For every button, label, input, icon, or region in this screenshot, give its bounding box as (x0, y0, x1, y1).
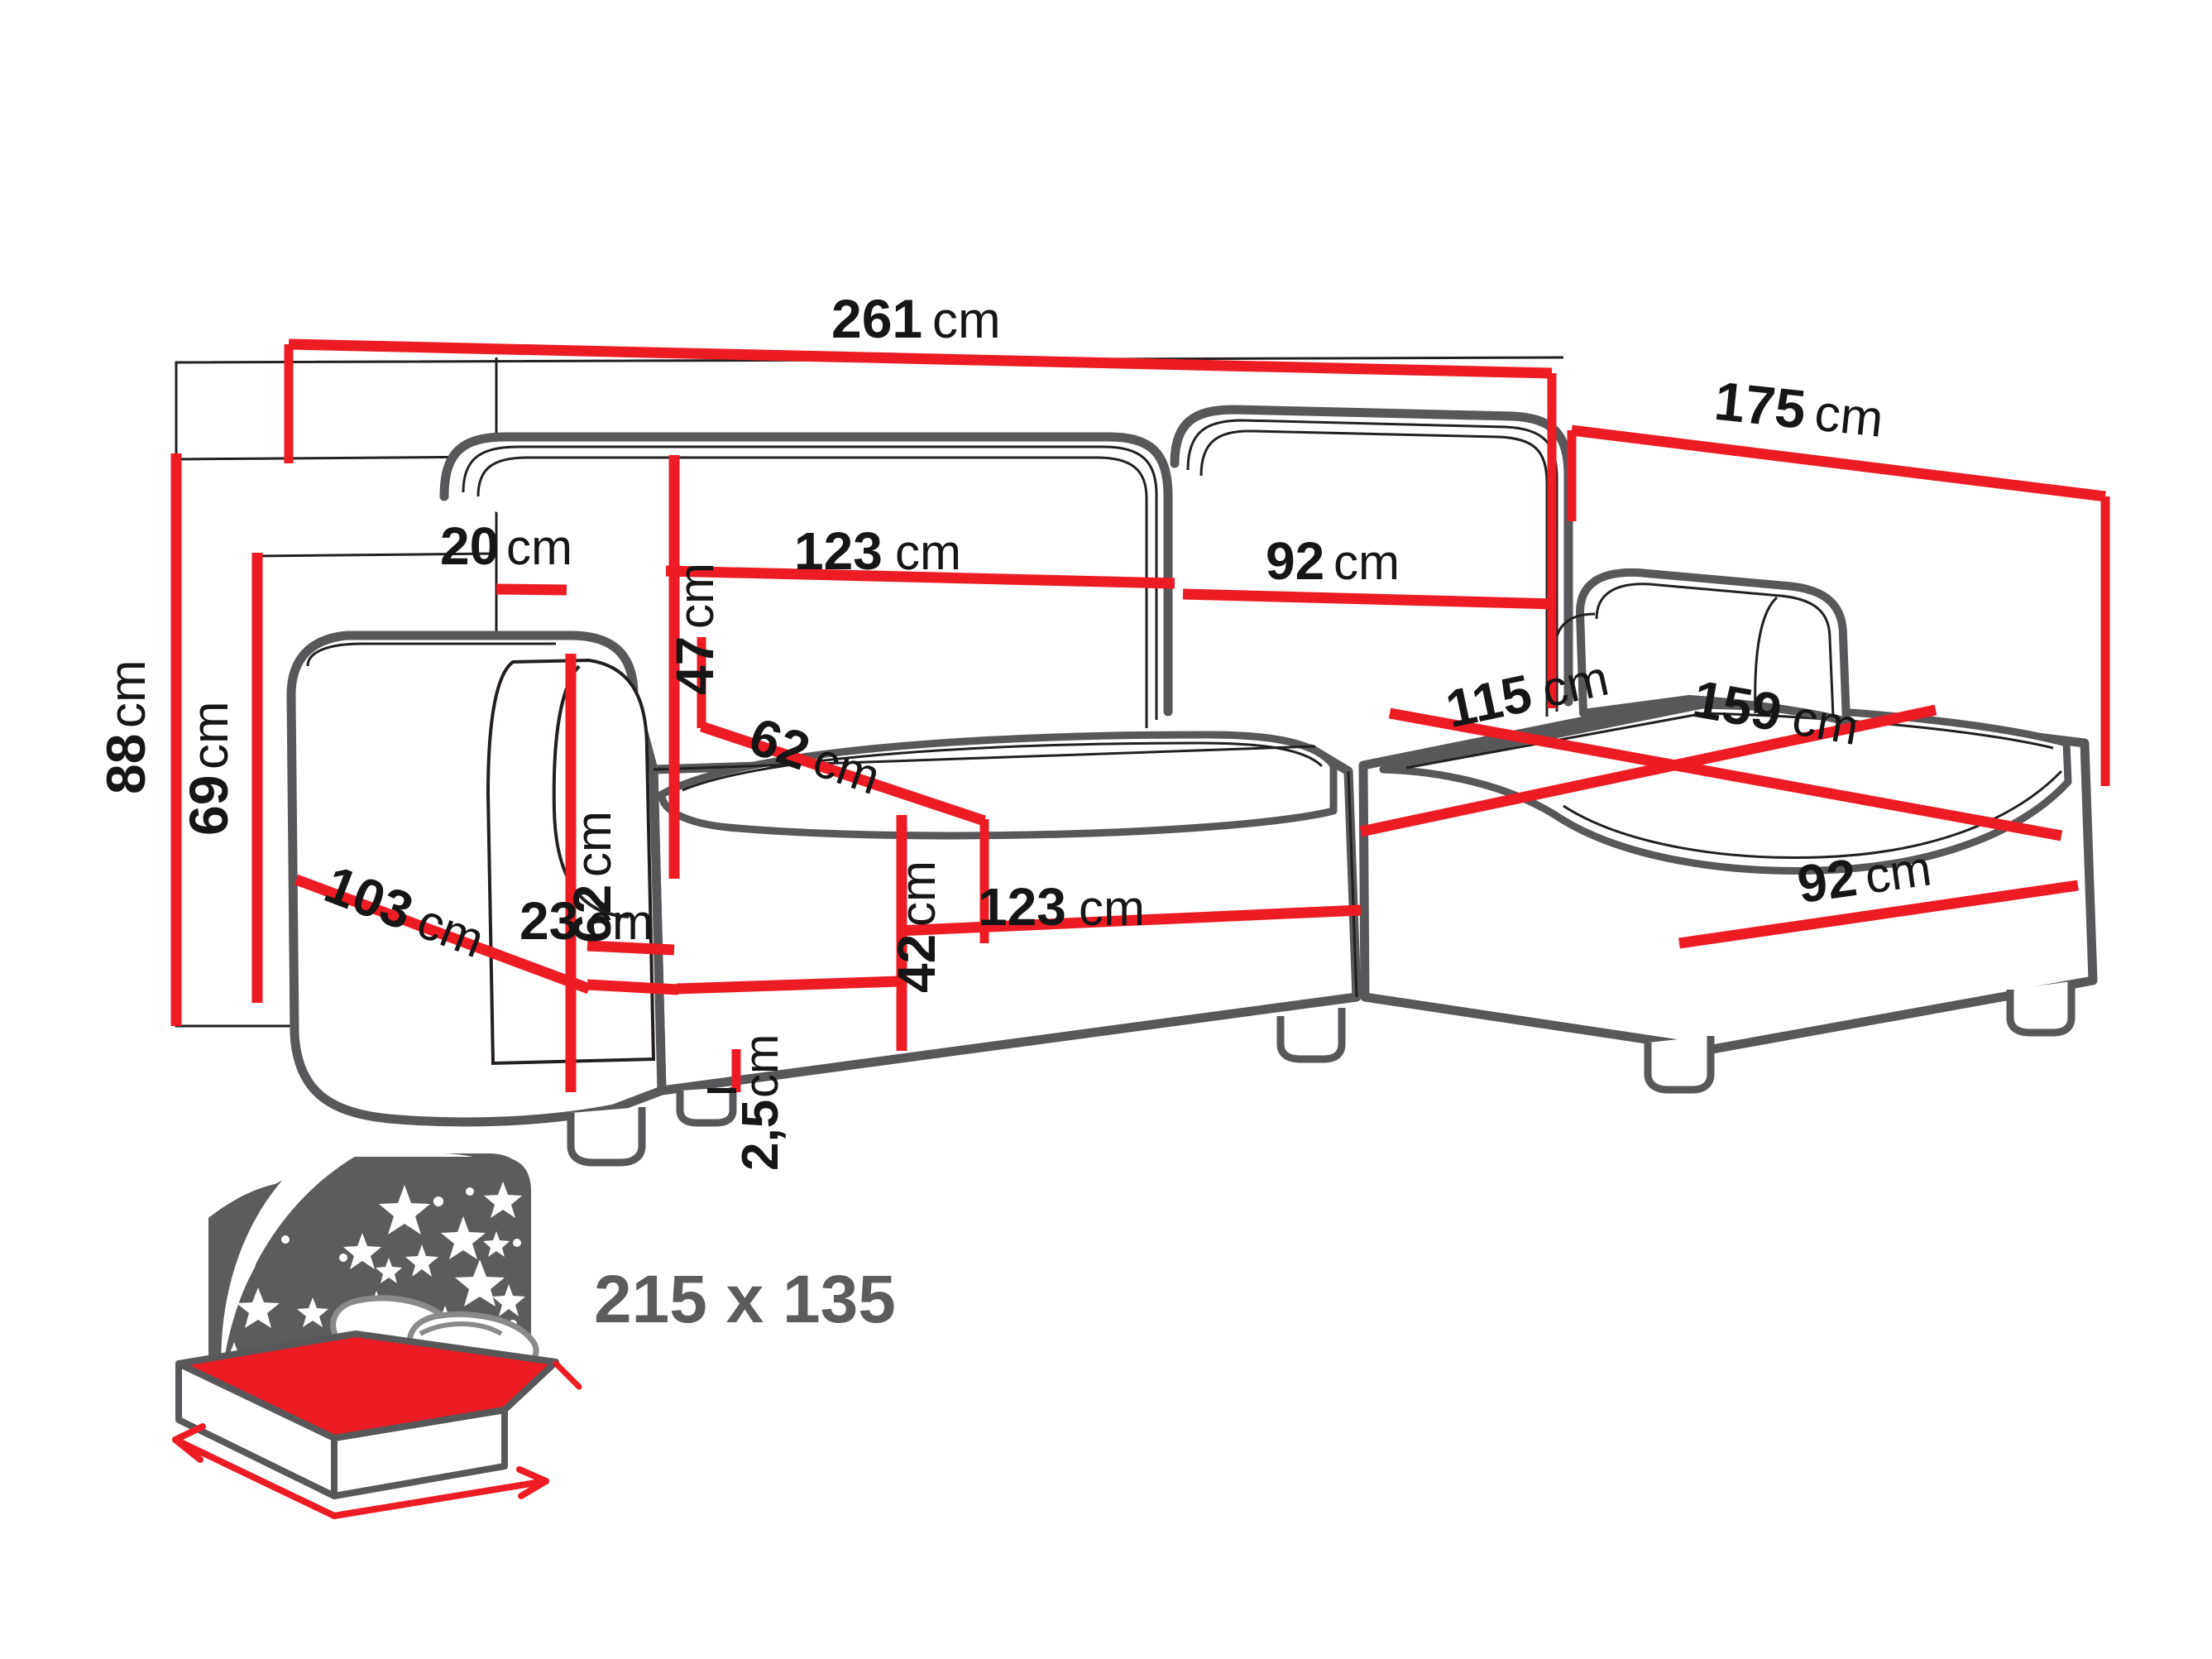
label-175-unit: cm (1812, 385, 1885, 448)
label-123-low-unit: cm (1079, 880, 1145, 936)
mattress-top-outline (175, 1331, 559, 1441)
label-175: 175 cm (1712, 370, 1886, 448)
dim-62-seat-line (699, 721, 987, 827)
label-62-arm-unit: cm (566, 811, 621, 877)
dim-23-line (587, 940, 675, 956)
dim-103-line (294, 874, 591, 995)
label-88-unit: cm (99, 659, 156, 728)
label-20-value: 20 (440, 516, 499, 576)
label-23-unit: cm (587, 894, 654, 950)
dimension-lines (170, 338, 2110, 1092)
label-261-unit: cm (932, 292, 1001, 349)
label-20-unit: cm (506, 520, 572, 575)
dim-23-base-line (587, 979, 679, 995)
dim-115-line (1359, 704, 1937, 837)
left-armrest-seam (306, 642, 556, 667)
dim-123-top-line (665, 565, 1175, 589)
label-20: 20 cm (440, 516, 572, 576)
moon-crescent (221, 1155, 357, 1379)
label-123-top-value: 123 (794, 521, 883, 581)
sofa-legs (567, 981, 2076, 1167)
label-23-value: 23 (519, 891, 578, 951)
backrest-base-line (653, 745, 1358, 998)
label-62-arm: 62 cm (563, 811, 622, 943)
label-42-unit: cm (890, 861, 946, 927)
label-69: 69 cm (178, 701, 239, 836)
label-123-top: 123 cm (794, 521, 961, 581)
dim-261-line (288, 338, 1553, 379)
label-115-unit: cm (1537, 650, 1613, 718)
dim-159-line (1388, 707, 2063, 841)
label-25-value: 2,5 (732, 1100, 789, 1171)
label-42: 42 cm (887, 861, 946, 993)
dim-base-connector (676, 976, 901, 995)
label-88: 88 cm (95, 659, 156, 794)
dim-92-side-line (1678, 880, 2079, 949)
dim-123-low-line (897, 904, 1362, 937)
label-92-side-unit: cm (1861, 840, 1935, 904)
label-123-top-unit: cm (895, 525, 961, 580)
label-23: 23 cm (519, 891, 654, 951)
pillow-crease (419, 1321, 503, 1336)
label-69-value: 69 (178, 775, 239, 836)
label-123-low: 123 cm (978, 877, 1145, 937)
label-261-value: 261 (831, 288, 922, 349)
label-92-top-value: 92 (1266, 531, 1324, 591)
chaise-armrest-inner (1595, 583, 1835, 717)
dim-92-top-line (1182, 588, 1556, 610)
chaise-armrest (1576, 568, 1851, 726)
label-123-low-value: 123 (978, 877, 1066, 937)
label-42-value: 42 (887, 934, 946, 993)
label-92-side-value: 92 (1793, 847, 1860, 914)
label-25-unit: cm (735, 1034, 788, 1098)
mattress-side-arrow (553, 1360, 582, 1390)
sleeping-area-label: 215 x 135 (594, 1262, 896, 1337)
label-115-value: 115 (1441, 663, 1537, 739)
label-92-top-unit: cm (1333, 535, 1400, 590)
label-47-value: 47 (665, 636, 725, 695)
dim-175-line (1571, 424, 2106, 502)
label-62-arm-value: 62 (563, 885, 622, 943)
label-92-top: 92 cm (1266, 531, 1400, 591)
label-175-value: 175 (1712, 370, 1808, 440)
label-69-unit: cm (182, 701, 239, 770)
label-261: 261 cm (831, 288, 1001, 349)
mattress-dimension-arrows (172, 1423, 549, 1519)
label-88-value: 88 (95, 734, 156, 794)
dim-20-line (496, 583, 567, 596)
seat-cushion-main-inner (682, 741, 1324, 792)
label-47-unit: cm (668, 563, 724, 629)
sleeping-area-icon (172, 1153, 582, 1519)
label-159-unit: cm (1788, 689, 1863, 755)
label-92-side: 92 cm (1793, 840, 1935, 914)
label-47: 47 cm (665, 563, 725, 695)
label-25: 2,5 cm (732, 1034, 789, 1171)
